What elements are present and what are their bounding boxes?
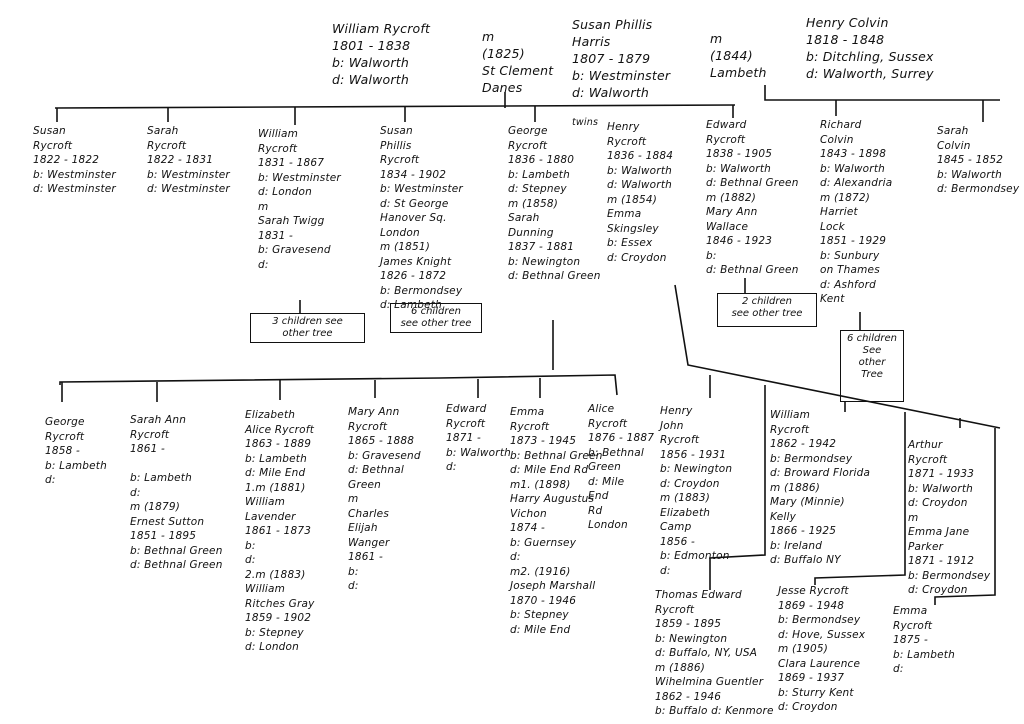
person-thomas-edward-rycroft: Thomas Edward Rycroft 1859 - 1895 b: New…	[655, 589, 774, 717]
person-william-rycroft-1801: William Rycroft 1801 - 1838 b: Walworth …	[332, 21, 431, 87]
henry-children-line	[674, 284, 1001, 429]
person-henry-john-rycroft: Henry John Rycroft 1856 - 1931 b: Newing…	[660, 405, 733, 577]
person-emma-rycroft-1873: Emma Rycroft 1873 - 1945 b: Bethnal Gree…	[510, 406, 603, 636]
person-elizabeth-alice-rycroft: Elizabeth Alice Rycroft 1863 - 1889 b: L…	[245, 409, 315, 653]
person-henry-rycroft-1836: Henry Rycroft 1836 - 1884 b: Walworth d:…	[607, 121, 674, 264]
person-william-rycroft-1831: William Rycroft 1831 - 1867 b: Westminst…	[258, 128, 341, 271]
marriage-1825-label: m (1825) St Clement Danes	[482, 29, 554, 95]
person-alice-rycroft: Alice Rycroft 1876 - 1887 b: Bethnal Gre…	[588, 403, 655, 531]
note-edward-children: 2 children see other tree	[717, 293, 817, 327]
gen3-sibling-line	[59, 374, 618, 396]
person-arthur-rycroft: Arthur Rycroft 1871 - 1933 b: Walworth d…	[908, 439, 991, 596]
note-susan-children: 6 children see other tree	[390, 303, 482, 333]
note-william-children: 3 children see other tree	[250, 313, 365, 343]
colvin-sibling-line	[764, 85, 1000, 101]
drop-line	[709, 385, 766, 590]
person-george-rycroft-1836: George Rycroft 1836 - 1880 b: Lambeth d:…	[508, 125, 601, 282]
person-sarah-colvin: Sarah Colvin 1845 - 1852 b: Walworth d: …	[937, 125, 1020, 195]
person-sarah-rycroft: Sarah Rycroft 1822 - 1831 b: Westminster…	[147, 125, 230, 195]
gen2-sibling-line	[54, 104, 736, 109]
person-george-rycroft-1858: George Rycroft 1858 - b: Lambeth d:	[45, 416, 107, 486]
person-jesse-rycroft: Jesse Rycroft 1869 - 1948 b: Bermondsey …	[778, 585, 866, 713]
person-edward-rycroft-1871: Edward Rycroft 1871 - b: Walworth d:	[446, 403, 512, 473]
person-william-rycroft-1862: William Rycroft 1862 - 1942 b: Bermondse…	[770, 409, 871, 566]
drop-line	[814, 412, 906, 585]
person-susan-phillis-harris: Susan Phillis Harris 1807 - 1879 b: West…	[572, 17, 671, 100]
person-sarah-ann-rycroft: Sarah Ann Rycroft 1861 - b: Lambeth d: m…	[130, 414, 223, 571]
person-susan-rycroft: Susan Rycroft 1822 - 1822 b: Westminster…	[33, 125, 116, 195]
person-emma-rycroft-1875: Emma Rycroft 1875 - b: Lambeth d:	[893, 605, 955, 675]
person-edward-rycroft-1838: Edward Rycroft 1838 - 1905 b: Walworth d…	[706, 119, 799, 276]
person-mary-ann-rycroft: Mary Ann Rycroft 1865 - 1888 b: Gravesen…	[348, 406, 421, 592]
person-susan-phillis-rycroft: Susan Phillis Rycroft 1834 - 1902 b: Wes…	[380, 125, 463, 311]
marriage-1844-label: m (1844) Lambeth	[710, 31, 767, 80]
twins-label: twins	[572, 117, 599, 128]
person-henry-colvin: Henry Colvin 1818 - 1848 b: Ditchling, S…	[806, 15, 934, 81]
drop-line	[934, 428, 996, 605]
note-richard-children: 6 children See other Tree	[840, 330, 904, 402]
person-richard-colvin: Richard Colvin 1843 - 1898 b: Walworth d…	[820, 119, 893, 305]
